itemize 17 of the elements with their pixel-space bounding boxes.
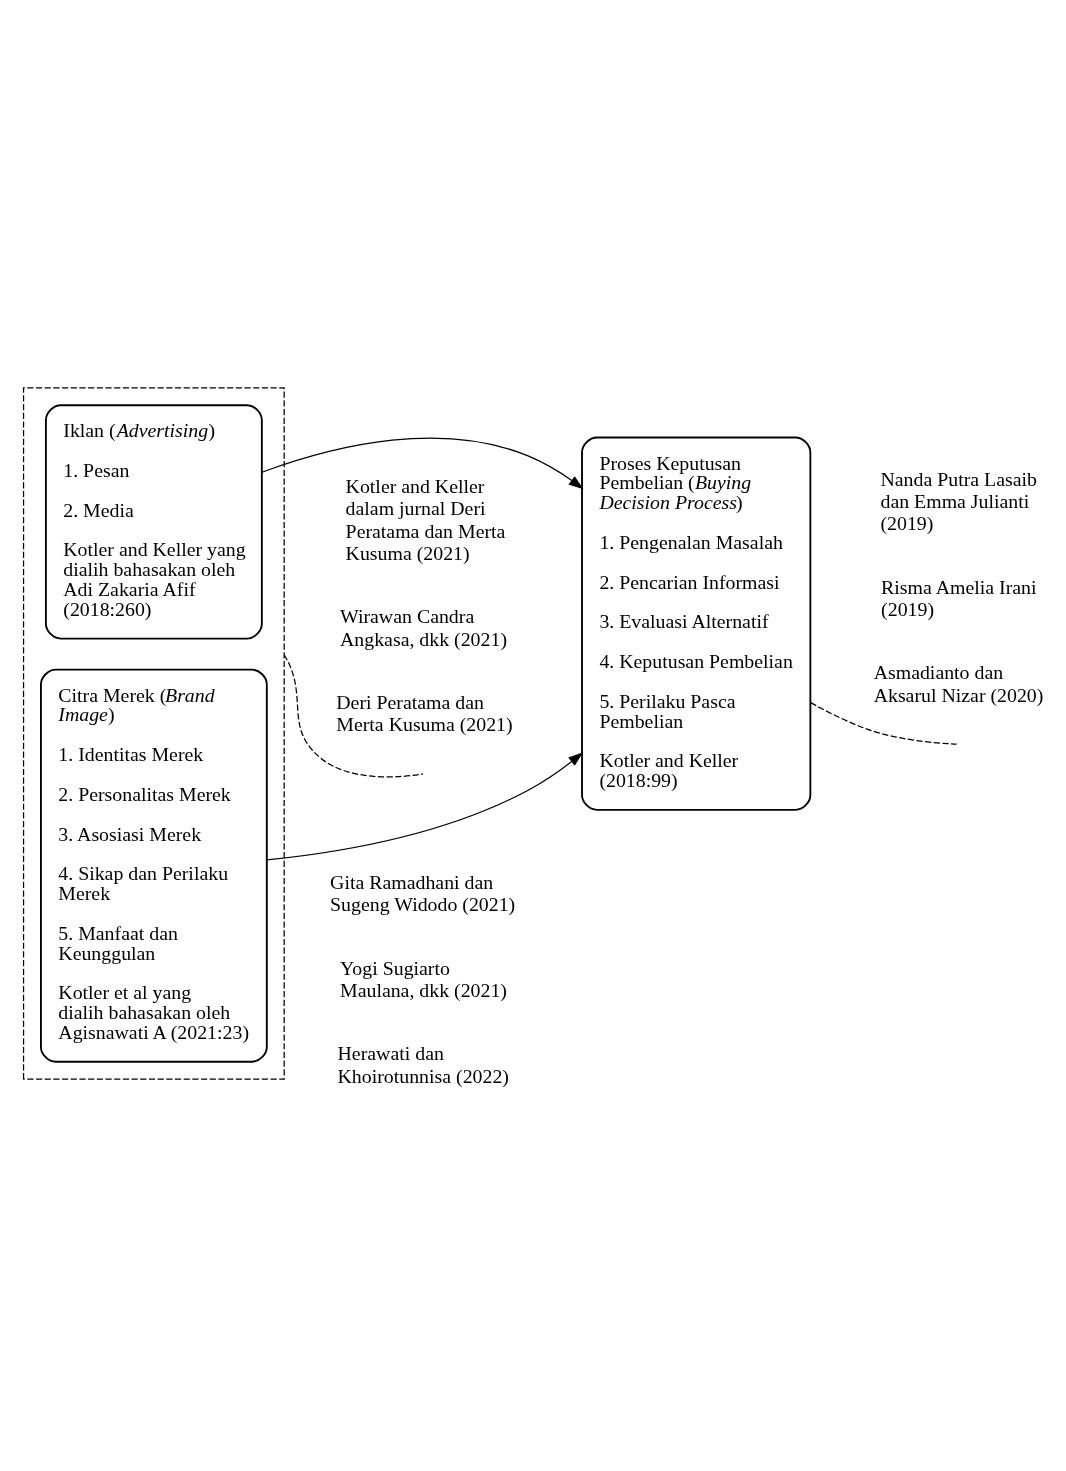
cluster	[22, 386, 285, 1080]
node-box: Proses Keputusan Pembelian (Buying Decision Process) 1. Pengenalan Masalah 2. Pencarian Informasi 3. Evaluasi Alternatif 4. Keputusan Pembelian 5. Perilaku Pasca Pembelian Kotler and Keller (2018:99)	[581, 436, 812, 811]
node-box: Citra Merek (Brand Image) 1. Identitas Merek 2. Personalitas Merek 3. Asosiasi Merek 4. Sikap dan Perilaku Merek 5. Manfaat dan Keunggulan Kotler et al yang dialih bahasakan oleh Agisnawati A (2021:23)	[40, 668, 268, 1063]
label: Nanda Putra Lasaib dan Emma Julianti (2019)	[880, 467, 1037, 534]
connector	[810, 701, 958, 745]
node-box: Iklan (Advertising) 1. Pesan 2. Media Kotler and Keller yang dialih bahasakan oleh Adi Zakaria Afif (2018:260)	[44, 403, 263, 639]
label: Wirawan Candra Angkasa, dkk (2021)	[340, 604, 508, 650]
arrow	[261, 437, 584, 489]
label: Gita Ramadhani dan Sugeng Widodo (2021)	[330, 870, 516, 915]
label: Deri Peratama dan Merta Kusuma (2021)	[336, 690, 513, 735]
label: Asmadianto dan Aksarul Nizar (2020)	[873, 660, 1044, 706]
label: Yogi Sugiarto Maulana, dkk (2021)	[340, 956, 507, 1001]
label: Risma Amelia Irani (2019)	[881, 575, 1037, 620]
arrow	[266, 751, 584, 861]
connector	[283, 653, 424, 777]
label: Herawati dan Khoirotunnisa (2022)	[337, 1041, 509, 1087]
label: Kotler and Keller dalam jurnal Deri Peratama dan Merta Kusuma (2021)	[345, 474, 506, 564]
